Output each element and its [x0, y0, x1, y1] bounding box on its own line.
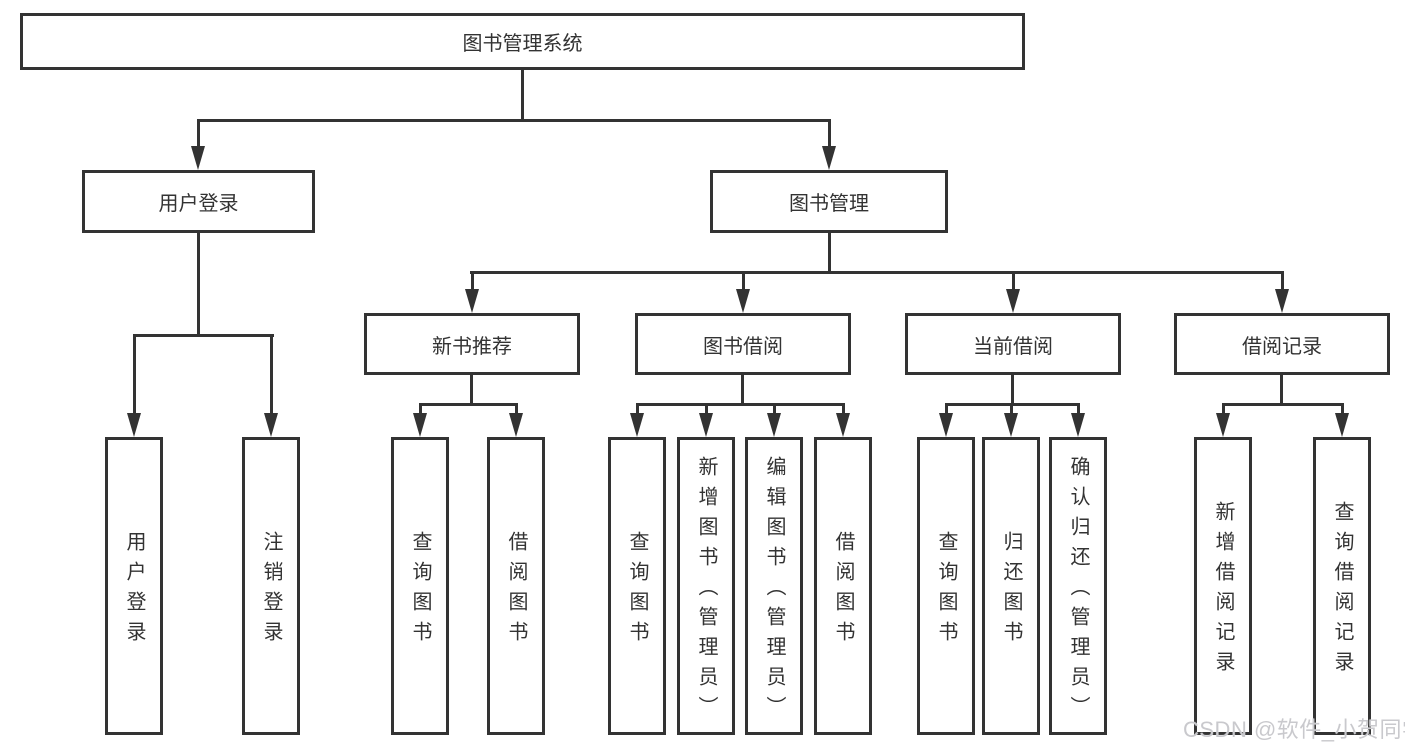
node-label: 查询借阅记录: [1331, 501, 1353, 681]
node-label: 新增借阅记录: [1212, 501, 1234, 681]
connector-line: [133, 334, 274, 337]
arrow-down-icon: [1335, 413, 1349, 437]
node-borrowing-records: 借阅记录: [1174, 313, 1390, 375]
leaf-return-books: 归还图书: [982, 437, 1040, 735]
connector-line: [521, 70, 524, 120]
leaf-borrow-books: 借阅图书: [814, 437, 872, 735]
connector-line: [636, 403, 845, 406]
connector-line: [470, 375, 473, 406]
node-label: 查询图书: [935, 531, 957, 651]
leaf-borrow-books-recommend: 借阅图书: [487, 437, 545, 735]
connector-line: [197, 119, 200, 150]
node-label: 查询图书: [626, 531, 648, 651]
arrow-down-icon: [939, 413, 953, 437]
connector-line: [197, 233, 200, 336]
connector-line: [773, 403, 776, 415]
connector-line: [197, 119, 831, 122]
arrow-down-icon: [767, 413, 781, 437]
leaf-query-books-borrowing: 查询图书: [608, 437, 666, 735]
connector-line: [636, 403, 639, 415]
connector-line: [1281, 271, 1284, 293]
leaf-query-books-current: 查询图书: [917, 437, 975, 735]
connector-line: [133, 334, 136, 413]
node-label: 查询图书: [409, 531, 431, 651]
leaf-user-login: 用户登录: [105, 437, 163, 735]
node-label: 图书借阅: [703, 335, 783, 358]
node-label: 用户登录: [123, 531, 145, 651]
connector-line: [742, 271, 745, 293]
node-book-borrowing: 图书借阅: [635, 313, 851, 375]
connector-line: [1012, 271, 1015, 293]
connector-line: [1341, 403, 1344, 415]
arrow-down-icon: [465, 289, 479, 313]
leaf-add-books-admin: 新增图书（管理员）: [677, 437, 735, 735]
arrow-down-icon: [836, 413, 850, 437]
node-new-book-recommendation: 新书推荐: [364, 313, 580, 375]
node-current-borrowing: 当前借阅: [905, 313, 1121, 375]
connector-line: [1010, 403, 1013, 415]
leaf-logout: 注销登录: [242, 437, 300, 735]
leaf-query-books-recommend: 查询图书: [391, 437, 449, 735]
leaf-query-borrow-record: 查询借阅记录: [1313, 437, 1371, 735]
arrow-down-icon: [1071, 413, 1085, 437]
connector-line: [1011, 375, 1014, 406]
node-label: 归还图书: [1000, 531, 1022, 651]
node-label: 图书管理: [789, 193, 869, 215]
connector-line: [705, 403, 708, 415]
arrow-down-icon: [736, 289, 750, 313]
csdn-watermark: CSDN @软件_小贺同学: [1183, 717, 1405, 742]
node-label: 新增图书（管理员）: [695, 456, 717, 726]
leaf-add-borrow-record: 新增借阅记录: [1194, 437, 1252, 735]
node-label: 确认归还（管理员）: [1067, 456, 1089, 726]
arrow-down-icon: [1216, 413, 1230, 437]
connector-line: [828, 119, 831, 150]
arrow-down-icon: [630, 413, 644, 437]
connector-line: [1280, 375, 1283, 406]
connector-line: [842, 403, 845, 415]
node-label: 编辑图书（管理员）: [763, 456, 785, 726]
arrow-down-icon: [413, 413, 427, 437]
connector-line: [1077, 403, 1080, 415]
connector-line: [1222, 403, 1225, 415]
leaf-confirm-return-admin: 确认归还（管理员）: [1049, 437, 1107, 735]
node-library-management-system: 图书管理系统: [20, 13, 1025, 70]
connector-line: [270, 334, 273, 413]
connector-line: [945, 403, 948, 415]
node-label: 图书管理系统: [462, 33, 583, 55]
arrow-down-icon: [1275, 289, 1289, 313]
arrow-down-icon: [699, 413, 713, 437]
node-label: 用户登录: [158, 193, 239, 215]
arrow-down-icon: [822, 146, 836, 170]
connector-line: [1222, 403, 1344, 406]
node-user-login: 用户登录: [82, 170, 315, 233]
node-book-management: 图书管理: [710, 170, 948, 233]
connector-line: [741, 375, 744, 406]
arrow-down-icon: [191, 146, 205, 170]
node-label: 新书推荐: [432, 335, 512, 358]
node-label: 借阅图书: [832, 531, 854, 651]
leaf-edit-books-admin: 编辑图书（管理员）: [745, 437, 803, 735]
arrow-down-icon: [264, 413, 278, 437]
connector-line: [419, 403, 422, 415]
arrow-down-icon: [127, 413, 141, 437]
node-label: 借阅记录: [1242, 335, 1322, 358]
connector-line: [471, 271, 474, 293]
connector-line: [515, 403, 518, 415]
connector-line: [419, 403, 518, 406]
arrow-down-icon: [1004, 413, 1018, 437]
connector-line: [470, 271, 1284, 274]
connector-line: [828, 233, 831, 274]
node-label: 借阅图书: [505, 531, 527, 651]
node-label: 注销登录: [260, 531, 282, 651]
arrow-down-icon: [509, 413, 523, 437]
node-label: 当前借阅: [973, 335, 1053, 358]
arrow-down-icon: [1006, 289, 1020, 313]
